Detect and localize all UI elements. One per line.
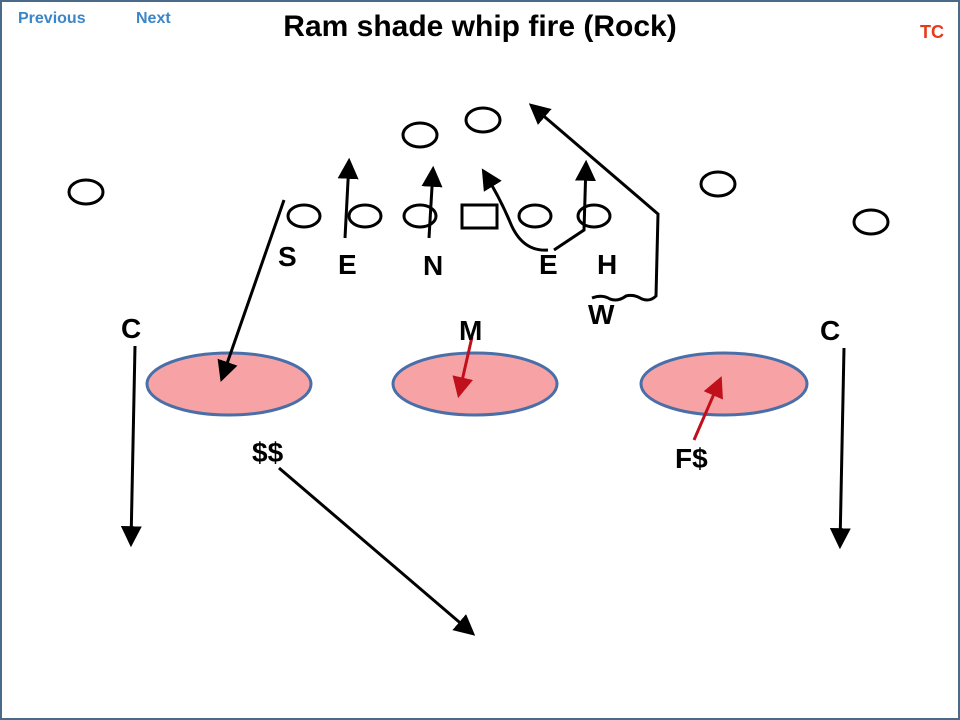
previous-link[interactable]: Previous (18, 10, 86, 27)
zone-left (145, 351, 313, 417)
defender-e-left: E (338, 249, 357, 280)
defender-c-right: C (820, 315, 840, 346)
path-w (528, 103, 660, 302)
offense-wing (699, 170, 737, 198)
defender-e-right: E (539, 249, 558, 280)
path-m (452, 336, 474, 399)
defender-h: H (597, 249, 617, 280)
defender-fs: F$ (675, 443, 708, 474)
defender-m: M (459, 315, 482, 346)
offense-guard-right (517, 203, 553, 229)
zone-middle (391, 351, 559, 417)
path-e-right (481, 168, 549, 252)
offense-back-right (464, 106, 502, 134)
defender-ss: $$ (252, 437, 284, 468)
defender-s: S (278, 241, 297, 272)
defender-c-left: C (121, 313, 141, 344)
tc-link[interactable]: TC (920, 22, 944, 42)
play-title: Ram shade whip fire (Rock) (283, 10, 677, 43)
path-c-right (829, 347, 851, 550)
path-fs (692, 376, 723, 441)
offense-tackle-left (286, 203, 322, 229)
offense-receiver-left (67, 178, 105, 206)
path-h (553, 159, 596, 252)
offense-receiver-right (852, 208, 890, 236)
path-e-left (337, 157, 359, 239)
offense-back-left (401, 121, 439, 149)
offense-center (460, 203, 499, 230)
path-n (421, 165, 443, 239)
defender-n: N (423, 250, 443, 281)
path-c-left (120, 345, 142, 548)
defender-w: W (588, 299, 615, 330)
zone-right (639, 351, 809, 417)
next-link[interactable]: Next (136, 10, 171, 27)
offense-guard-left-inner (402, 203, 438, 229)
offense-guard-left (347, 203, 383, 229)
path-s (217, 199, 286, 382)
path-ss (278, 466, 476, 636)
